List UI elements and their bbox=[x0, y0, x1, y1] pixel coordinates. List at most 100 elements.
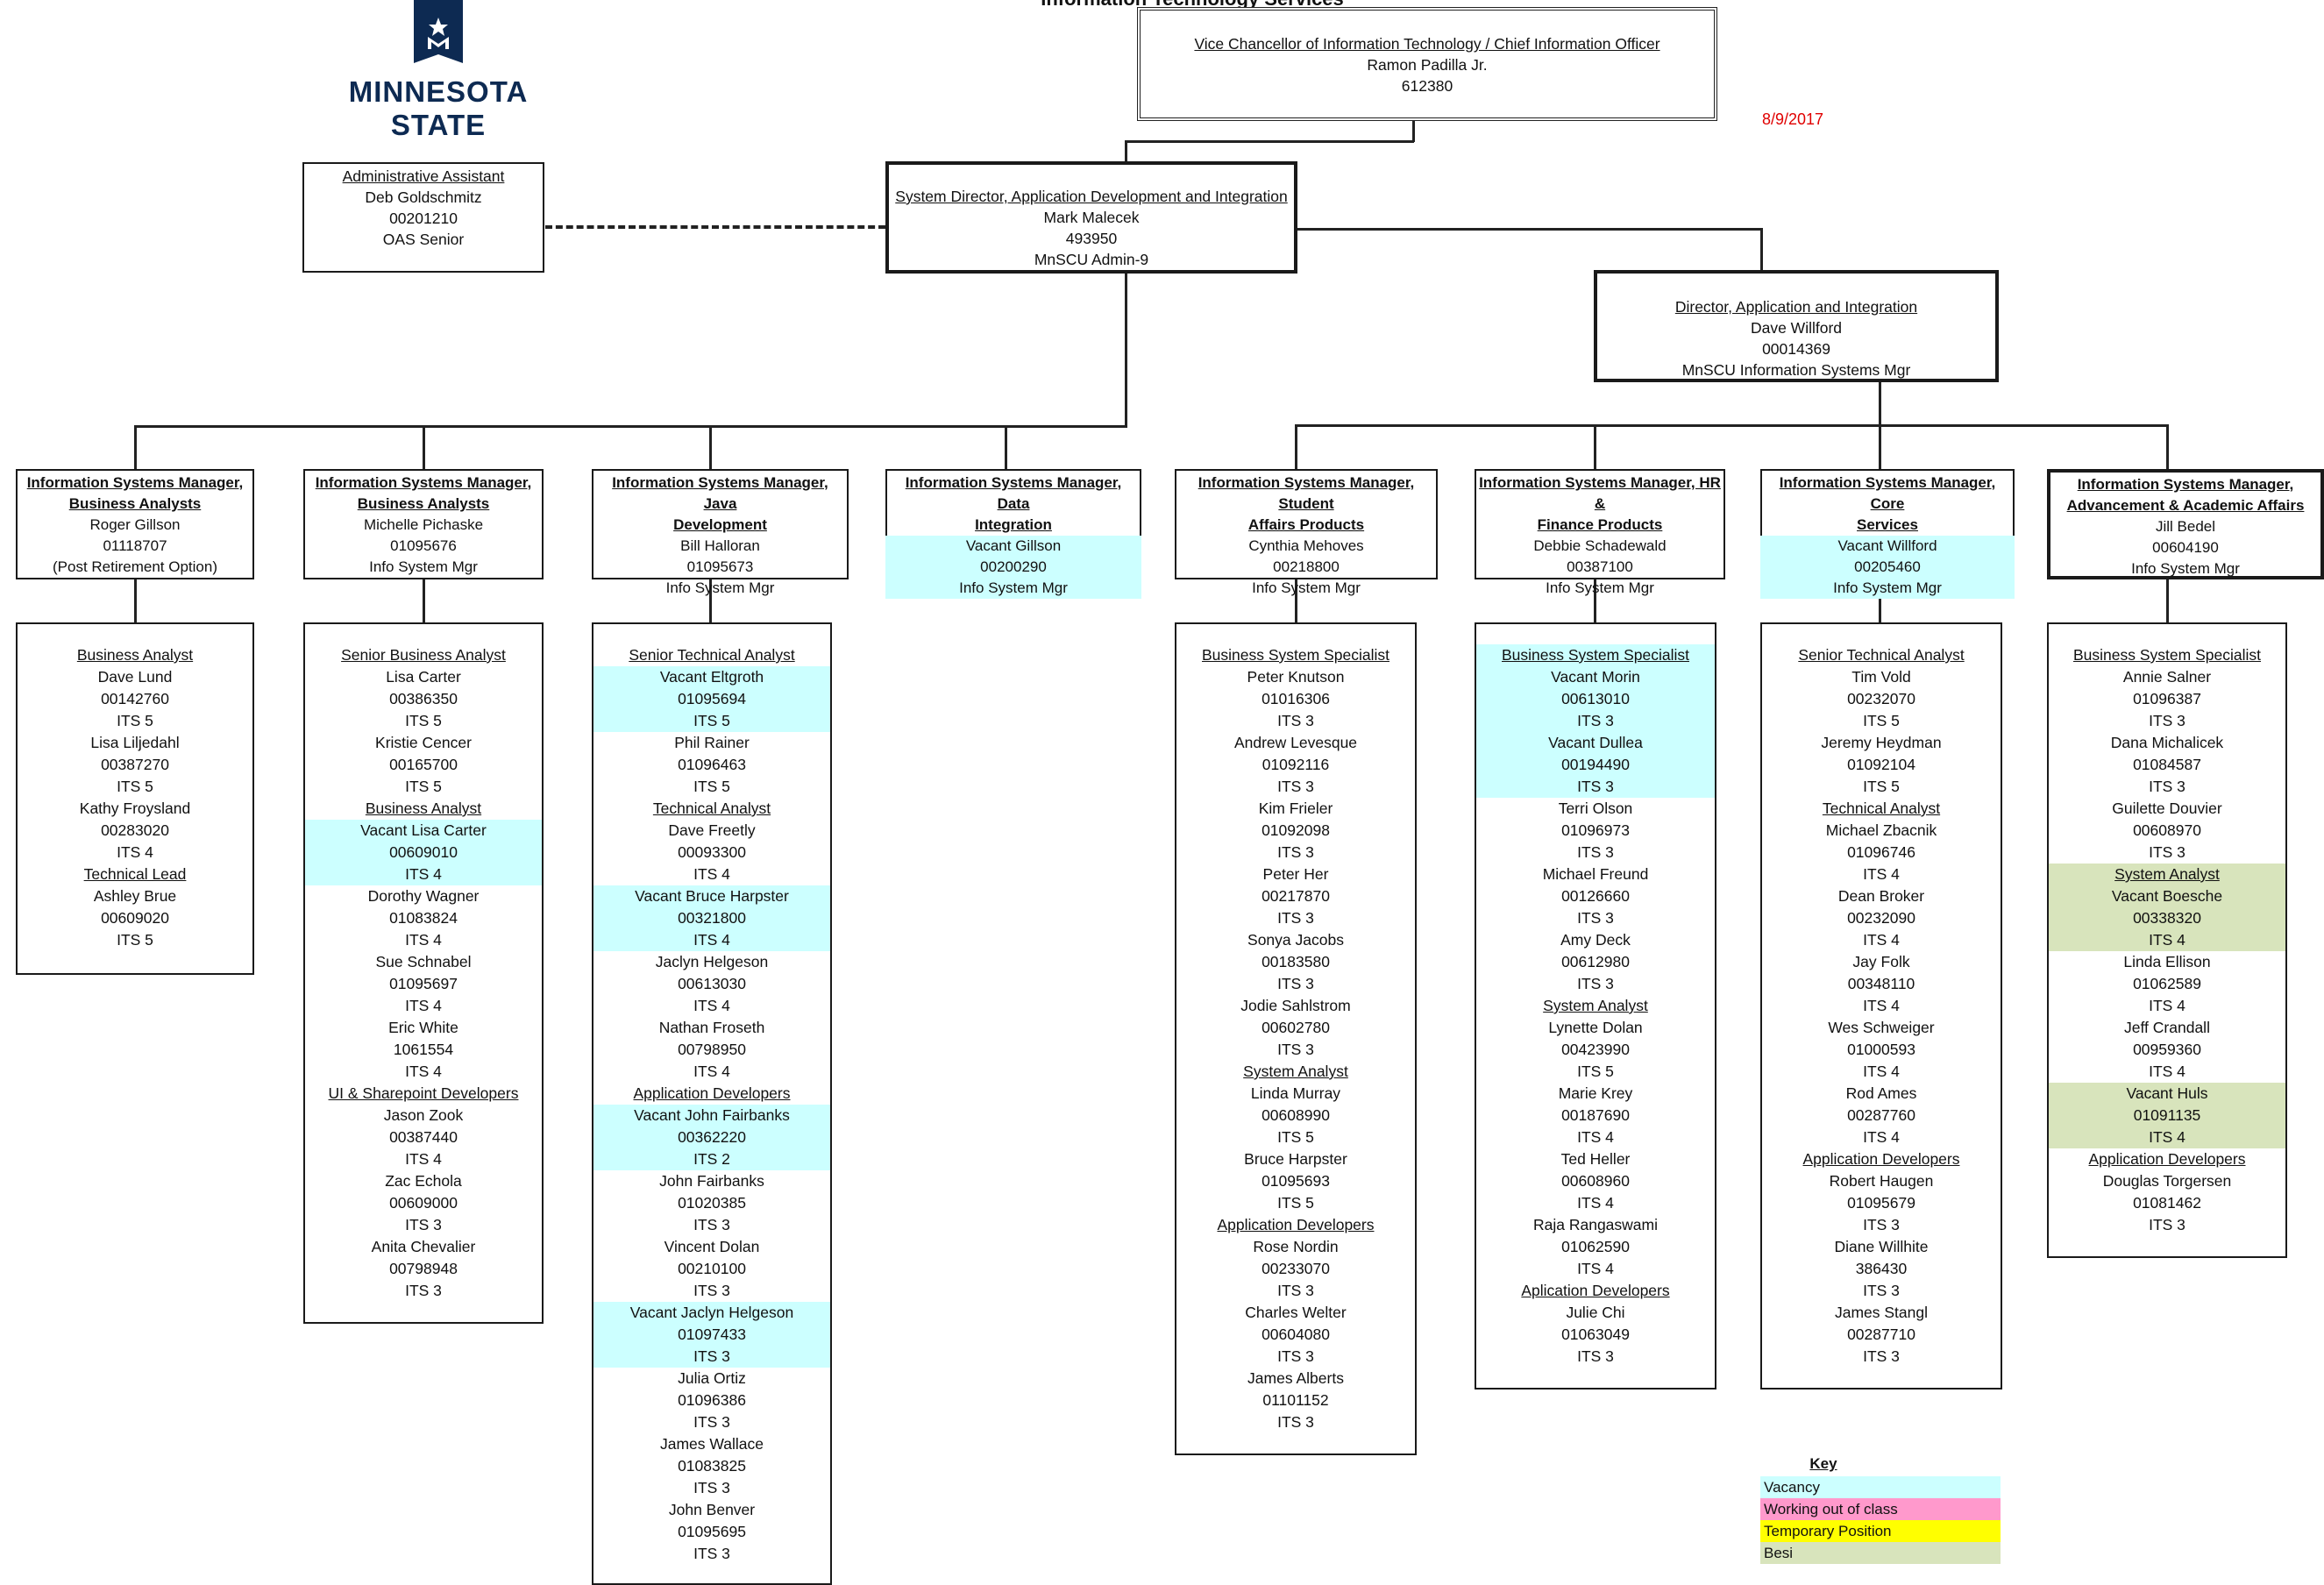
team-entry: 01096746 bbox=[1762, 842, 2001, 864]
team-entry-text: 00093300 bbox=[678, 843, 746, 861]
team-entry: 00609020 bbox=[18, 907, 252, 929]
team-entry-text: Vacant John Fairbanks bbox=[634, 1106, 790, 1124]
team-entry-text: ITS 4 bbox=[1577, 1128, 1614, 1146]
connector bbox=[423, 425, 425, 469]
team-entry-text: 00613030 bbox=[678, 975, 746, 992]
connector bbox=[1125, 272, 1127, 428]
role-heading-text: System Analyst bbox=[2114, 865, 2220, 883]
team-entry: 01062590 bbox=[1476, 1236, 1715, 1258]
team-entry-text: Amy Deck bbox=[1560, 931, 1631, 949]
manager-name: Bill Halloran bbox=[680, 537, 760, 554]
team-entry-text: ITS 5 bbox=[693, 712, 730, 729]
sysdir-class: MnSCU Admin-9 bbox=[1034, 251, 1149, 268]
team-entry-text: John Benver bbox=[668, 1501, 756, 1518]
team-entry-text: ITS 5 bbox=[117, 712, 153, 729]
manager-id: 00218800 bbox=[1273, 558, 1340, 575]
team-entry-text: Michael Freund bbox=[1542, 865, 1649, 883]
team-entry-text: Lisa Liljedahl bbox=[90, 734, 180, 751]
team-entry-text: 01096746 bbox=[1847, 843, 1915, 861]
team-entry: ITS 5 bbox=[1762, 710, 2001, 732]
team-entry: ITS 3 bbox=[2049, 842, 2285, 864]
team-entry: ITS 4 bbox=[305, 1061, 542, 1083]
team-entry-text: 01092098 bbox=[1261, 821, 1330, 839]
team-entry: ITS 5 bbox=[1176, 1127, 1415, 1148]
role-heading: System Analyst bbox=[1176, 1061, 1415, 1083]
connector bbox=[1296, 228, 1763, 231]
admin-name: Deb Goldschmitz bbox=[365, 188, 482, 206]
team-entry-text: Vacant Bruce Harpster bbox=[635, 887, 789, 905]
manager-title: Integration bbox=[975, 516, 1052, 533]
team-entry-text: 00386350 bbox=[389, 690, 458, 707]
sysdir-id: 493950 bbox=[1065, 230, 1118, 247]
team-entry: 00798948 bbox=[305, 1258, 542, 1280]
team-entry: ITS 4 bbox=[593, 1061, 830, 1083]
manager-title: Business Analysts bbox=[357, 495, 490, 512]
team-entry-text: ITS 3 bbox=[1277, 909, 1314, 927]
role-heading: Technical Analyst bbox=[593, 798, 830, 820]
role-heading-text: Application Developers bbox=[2088, 1150, 2246, 1168]
team-entry-text: Tim Vold bbox=[1851, 668, 1911, 686]
team-entry-text: 00609020 bbox=[101, 909, 169, 927]
team-entry: ITS 5 bbox=[593, 710, 830, 732]
team-entry-text: ITS 3 bbox=[1277, 1413, 1314, 1431]
team-entry: Dana Michalicek bbox=[2049, 732, 2285, 754]
team-entry: Kathy Froysland bbox=[18, 798, 252, 820]
team-entry: ITS 5 bbox=[305, 710, 542, 732]
team-entry: ITS 3 bbox=[593, 1346, 830, 1368]
team-entry: 00210100 bbox=[593, 1258, 830, 1280]
team-entry: Raja Rangaswami bbox=[1476, 1214, 1715, 1236]
role-heading: Business System Specialist bbox=[2049, 644, 2285, 666]
team-entry-text: 00602780 bbox=[1261, 1019, 1330, 1036]
team-entry: Guilette Douvier bbox=[2049, 798, 2285, 820]
team-entry-text: 00283020 bbox=[101, 821, 169, 839]
manager-title: Finance Products bbox=[1537, 516, 1663, 533]
manager-title: Information Systems Manager, Java bbox=[612, 474, 828, 512]
vc-name: Ramon Padilla Jr. bbox=[1367, 56, 1488, 74]
team-entry: Julia Ortiz bbox=[593, 1368, 830, 1390]
team-entry: Vacant Huls bbox=[2049, 1083, 2285, 1105]
team-entry: 01096386 bbox=[593, 1390, 830, 1411]
team-entry-text: ITS 3 bbox=[1577, 843, 1614, 861]
team-entry-text: ITS 3 bbox=[2149, 712, 2185, 729]
team-entry: 00321800 bbox=[593, 907, 830, 929]
team-entry: ITS 3 bbox=[1176, 1280, 1415, 1302]
team-entry-text: James Stangl bbox=[1834, 1304, 1929, 1321]
team-entry-text: Julie Chi bbox=[1566, 1304, 1625, 1321]
team-entry-text: Michael Zbacnik bbox=[1825, 821, 1937, 839]
team-entry: ITS 3 bbox=[2049, 710, 2285, 732]
connector bbox=[709, 579, 712, 622]
team-entry: ITS 3 bbox=[593, 1477, 830, 1499]
team-entry: 01095693 bbox=[1176, 1170, 1415, 1192]
team-entry: ITS 3 bbox=[1476, 907, 1715, 929]
team-entry-text: John Fairbanks bbox=[659, 1172, 764, 1190]
team-entry: Dorothy Wagner bbox=[305, 885, 542, 907]
team-entry-text: 01096386 bbox=[678, 1391, 746, 1409]
dir-id: 00014369 bbox=[1762, 340, 1830, 358]
team-entry-text: 01063049 bbox=[1561, 1326, 1630, 1343]
manager-name: Roger Gillson bbox=[89, 516, 181, 533]
team-entry: 00387440 bbox=[305, 1127, 542, 1148]
team-entry-text: 00387270 bbox=[101, 756, 169, 773]
team-entry-text: Sue Schnabel bbox=[375, 953, 472, 970]
team-entry-text: ITS 3 bbox=[693, 1479, 730, 1496]
team-entry-text: Dorothy Wagner bbox=[367, 887, 480, 905]
team-entry-text: 01062589 bbox=[2133, 975, 2201, 992]
role-heading-text: Application Developers bbox=[1802, 1150, 1960, 1168]
team-entry-text: Kathy Froysland bbox=[79, 800, 191, 817]
role-heading: Technical Analyst bbox=[1762, 798, 2001, 820]
team-entry: Vincent Dolan bbox=[593, 1236, 830, 1258]
team-entry: ITS 3 bbox=[305, 1214, 542, 1236]
team-entry: 01000593 bbox=[1762, 1039, 2001, 1061]
team-entry-text: Wes Schweiger bbox=[1828, 1019, 1935, 1036]
team-entry-text: ITS 3 bbox=[693, 1216, 730, 1233]
team-entry-text: ITS 3 bbox=[1277, 843, 1314, 861]
team-entry: 00423990 bbox=[1476, 1039, 1715, 1061]
team-entry-text: Rose Nordin bbox=[1253, 1238, 1339, 1255]
team-entry-text: ITS 3 bbox=[2149, 1216, 2185, 1233]
team-entry: ITS 3 bbox=[1176, 1346, 1415, 1368]
